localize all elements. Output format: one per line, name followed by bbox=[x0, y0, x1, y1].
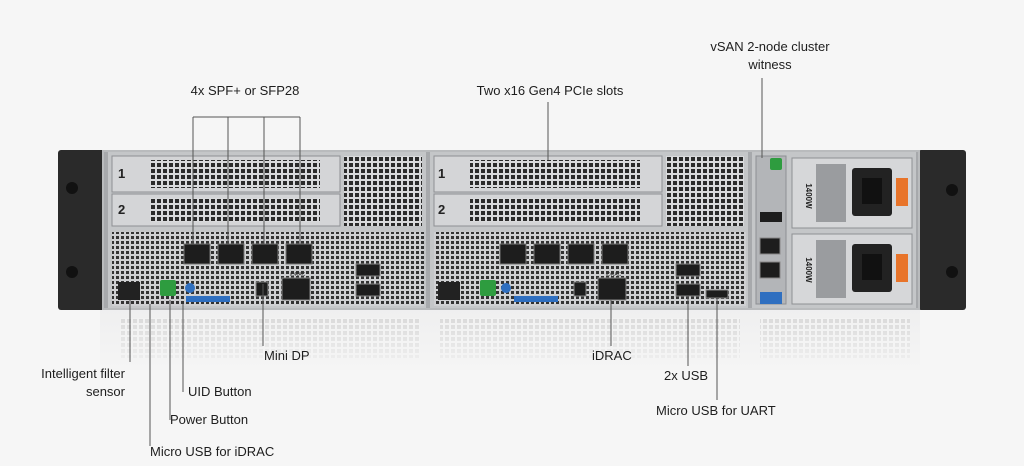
power-button[interactable] bbox=[160, 280, 176, 296]
slot-1-label: 1 bbox=[118, 166, 125, 181]
idrac-port-label-b: iDRAC bbox=[606, 272, 622, 278]
left-compute-sled: 1 2 iDRAC bbox=[108, 152, 426, 308]
callout-uid-button: UID Button bbox=[188, 384, 252, 399]
right-compute-sled: 1 2 iDRAC bbox=[430, 152, 748, 308]
slot-1b-label: 1 bbox=[438, 166, 445, 181]
callout-sfp-ports: 4x SPF+ or SFP28 bbox=[190, 83, 300, 98]
idrac-ethernet-port bbox=[281, 277, 311, 301]
callout-filter-line1: Intelligent filter bbox=[41, 366, 125, 381]
witness-and-psu-bay: 1400W 1400W bbox=[752, 152, 916, 308]
psu-bottom: 1400W bbox=[791, 233, 913, 305]
micro-usb-uart-port bbox=[705, 289, 729, 299]
left-rack-ear bbox=[58, 150, 106, 310]
sfp-ports-b bbox=[499, 243, 629, 265]
psu-top: 1400W bbox=[791, 157, 913, 229]
idrac-ethernet-port-b bbox=[597, 277, 627, 301]
leader-lines bbox=[129, 78, 763, 446]
callout-2x-usb: 2x USB bbox=[664, 368, 709, 383]
witness-power-button[interactable] bbox=[770, 158, 782, 170]
callout-pcie-slots: Two x16 Gen4 PCIe slots bbox=[476, 83, 624, 98]
power-button-b[interactable] bbox=[480, 280, 496, 296]
callout-filter-sensor: Intelligent filter sensor bbox=[10, 365, 125, 401]
uid-button-b[interactable] bbox=[501, 283, 511, 293]
callout-micro-usb-uart: Micro USB for UART bbox=[656, 403, 776, 418]
psu-bottom-rating: 1400W bbox=[804, 257, 813, 283]
mini-dp-port bbox=[255, 281, 269, 297]
psu-top-rating: 1400W bbox=[804, 183, 813, 209]
callout-filter-line2: sensor bbox=[85, 384, 125, 399]
callout-mini-dp: Mini DP bbox=[264, 348, 310, 363]
callout-vsan-line2: witness bbox=[748, 57, 792, 72]
uid-button[interactable] bbox=[185, 283, 195, 293]
callout-power-button: Power Button bbox=[170, 412, 249, 427]
usb-port-top bbox=[355, 263, 381, 277]
callout-vsan-witness: vSAN 2-node cluster witness bbox=[690, 38, 850, 74]
callout-vsan-line1: vSAN 2-node cluster bbox=[710, 39, 830, 54]
pull-tab bbox=[186, 296, 230, 302]
sfp-ports bbox=[183, 243, 313, 265]
slot-2-label: 2 bbox=[118, 202, 125, 217]
callout-micro-usb-idrac: Micro USB for iDRAC bbox=[150, 444, 275, 459]
callout-idrac: iDRAC bbox=[592, 348, 632, 363]
slot-2b-label: 2 bbox=[438, 202, 445, 217]
right-rack-ear bbox=[918, 150, 966, 310]
usb-port-bottom bbox=[355, 283, 381, 297]
intelligent-filter-sensor bbox=[118, 282, 140, 300]
idrac-port-label: iDRAC bbox=[290, 272, 306, 278]
